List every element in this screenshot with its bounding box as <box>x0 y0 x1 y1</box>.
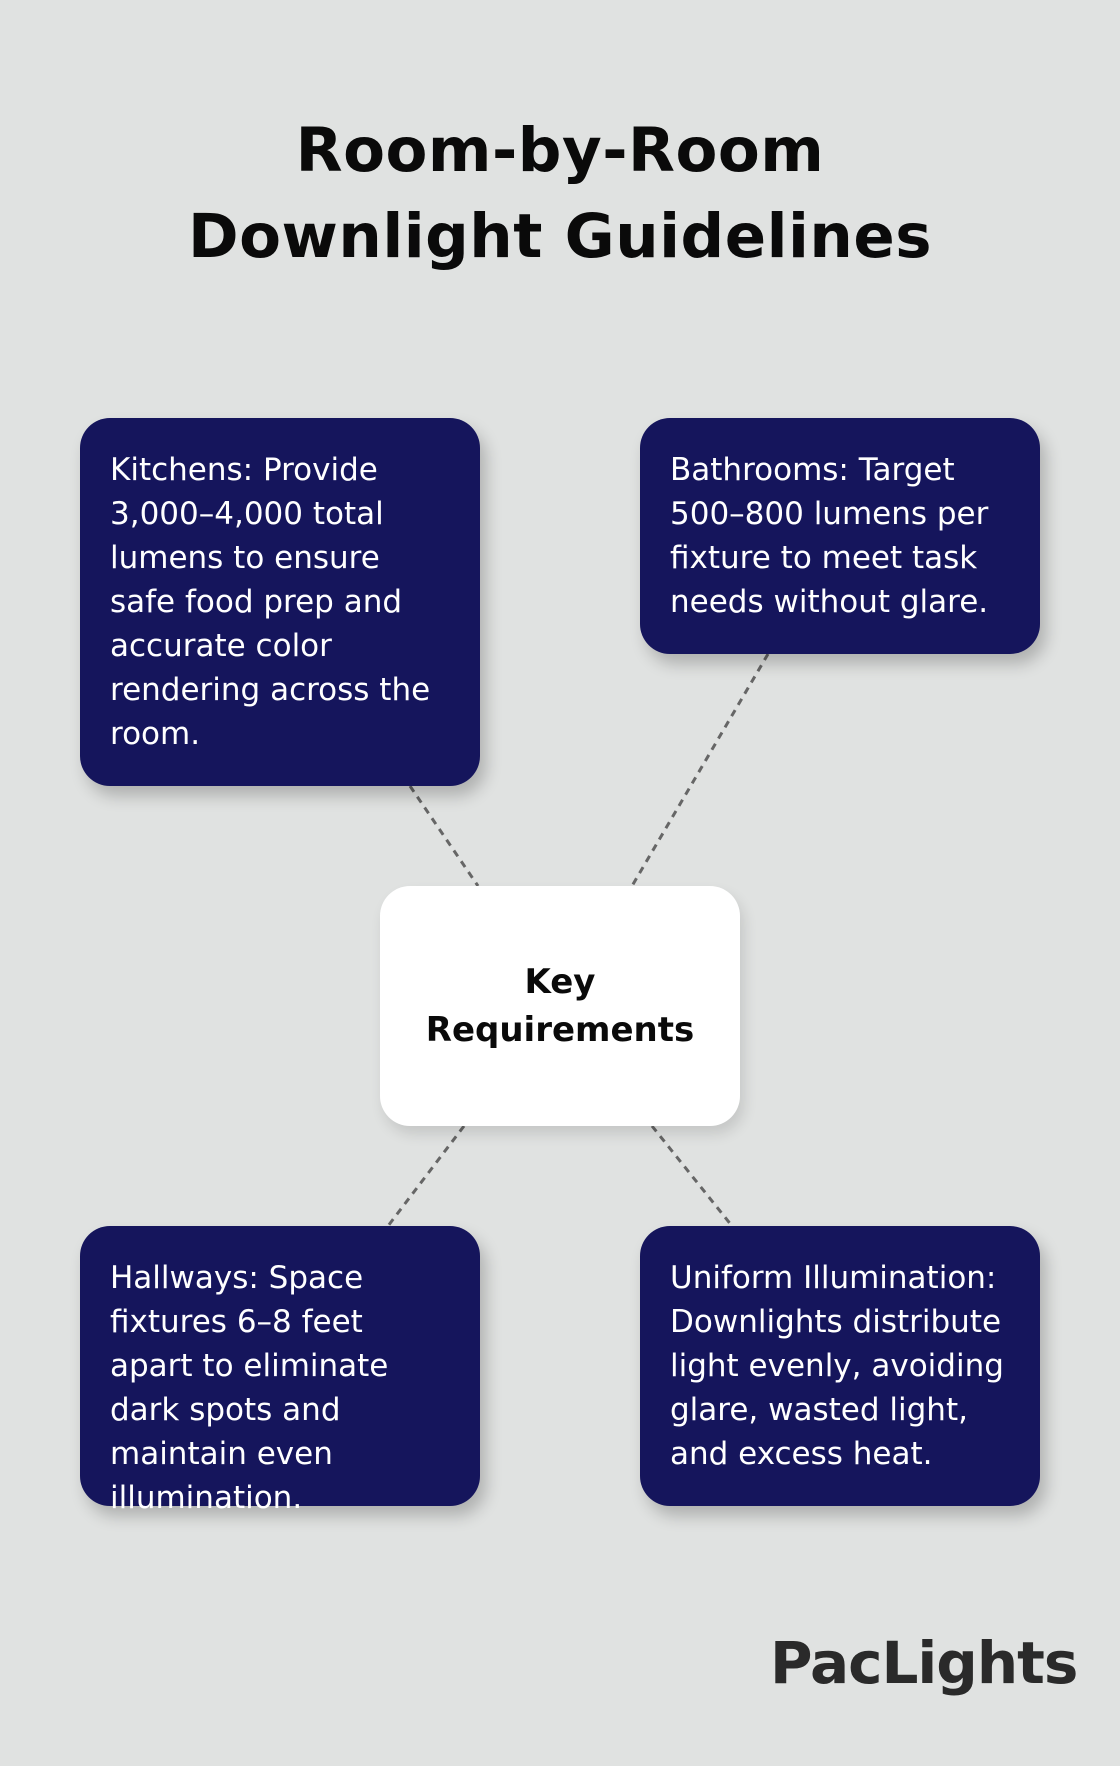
hallways-card-text: Hallways: Space fixtures 6–8 feet apart … <box>110 1260 389 1516</box>
bathrooms-card-text: Bathrooms: Target 500–800 lumens per fix… <box>670 452 989 620</box>
page-title: Room-by-Room Downlight Guidelines <box>188 115 932 272</box>
kitchens-card-text: Kitchens: Provide 3,000–4,000 total lume… <box>110 452 431 752</box>
paclights-logo: PacLights <box>770 1629 1078 1697</box>
bathrooms-card: Bathrooms: Target 500–800 lumens per fix… <box>640 418 1040 654</box>
uniform-illumination-card: Uniform Illumination: Downlights distrib… <box>640 1226 1040 1506</box>
connector-uniform <box>650 1125 734 1227</box>
uniform-illumination-card-text: Uniform Illumination: Downlights distrib… <box>670 1260 1004 1472</box>
key-requirements-node: Key Requirements <box>380 886 740 1126</box>
connector-bathrooms <box>630 653 770 887</box>
connector-hallways <box>386 1125 466 1227</box>
hallways-card: Hallways: Space fixtures 6–8 feet apart … <box>80 1226 480 1516</box>
key-requirements-label: Key Requirements <box>425 962 695 1050</box>
kitchens-card: Kitchens: Provide 3,000–4,000 total lume… <box>80 418 480 786</box>
connector-kitchens <box>408 785 480 887</box>
